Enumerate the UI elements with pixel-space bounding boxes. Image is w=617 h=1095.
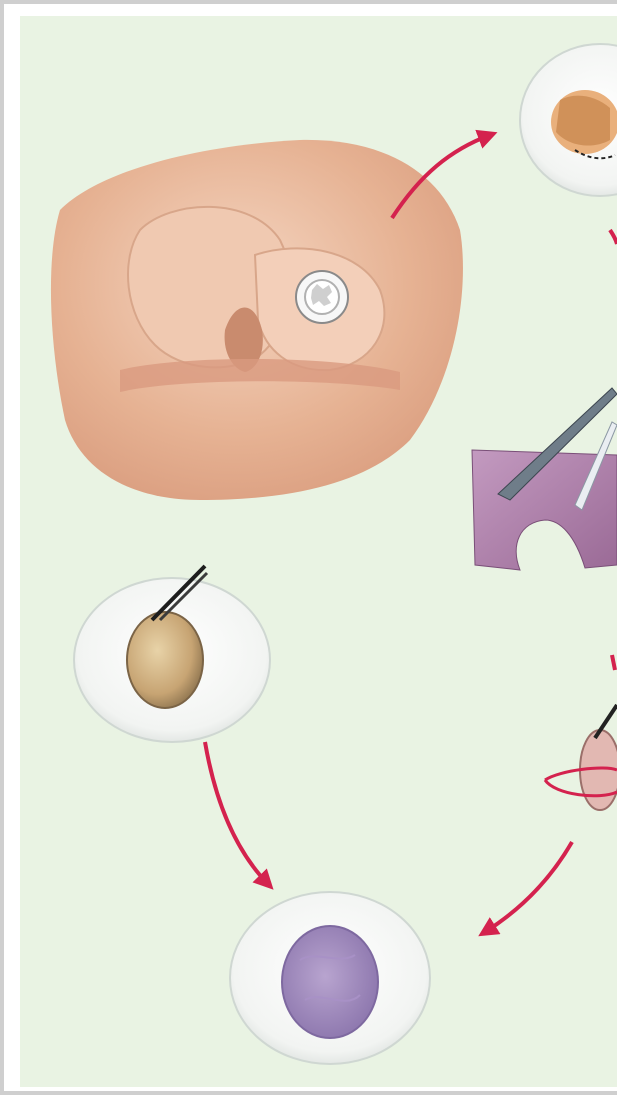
periosteal-tissue xyxy=(472,388,617,570)
knee-illustration xyxy=(51,140,463,500)
arrow-patch-to-dish xyxy=(485,842,572,932)
defect-dish xyxy=(520,44,617,196)
arrow-dish-to-patch xyxy=(205,742,268,884)
arrow-defect-down xyxy=(610,230,617,244)
patch-trimming xyxy=(545,705,617,810)
membrane-dish xyxy=(74,566,270,742)
patch-dish xyxy=(230,892,430,1064)
arrow-tissue-down xyxy=(612,655,615,670)
cartilage-defect xyxy=(296,271,348,323)
